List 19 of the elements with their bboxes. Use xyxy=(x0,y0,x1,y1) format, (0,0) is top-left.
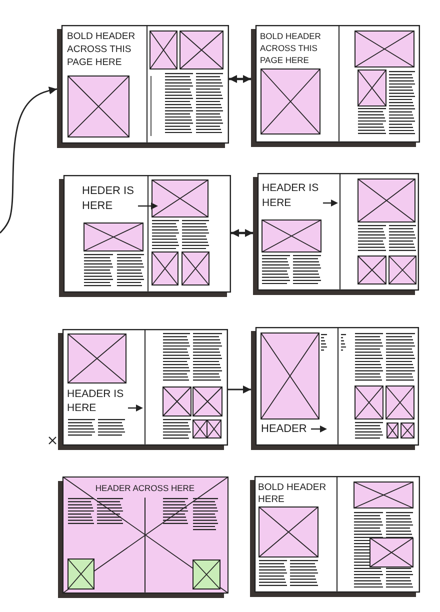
double-arrow xyxy=(231,229,253,237)
header-text: HEADER ACROSS HERE xyxy=(95,483,195,494)
header-text: HEADER IS HERE xyxy=(262,181,320,211)
magazine-spread xyxy=(251,25,420,147)
magazine-spread xyxy=(251,327,419,450)
magazine-spread xyxy=(58,329,228,450)
arrow xyxy=(0,86,58,234)
magazine-spread xyxy=(57,25,229,148)
magazine-spread xyxy=(253,173,419,295)
header-text: HEADER xyxy=(261,422,308,436)
header-text: BOLD HEADER ACROSS THIS PAGE HERE xyxy=(67,30,136,69)
header-text: BOLD HEADER HERE xyxy=(258,482,328,505)
magazine-spread xyxy=(250,476,420,597)
magazine-spread xyxy=(59,175,231,297)
header-text: BOLD HEADER ACROSS THIS PAGE HERE xyxy=(260,30,322,66)
arrow xyxy=(228,386,251,394)
double-arrow xyxy=(229,75,251,83)
header-text: HEDER IS HERE xyxy=(82,184,135,214)
header-text: HEADER IS HERE xyxy=(67,387,125,415)
